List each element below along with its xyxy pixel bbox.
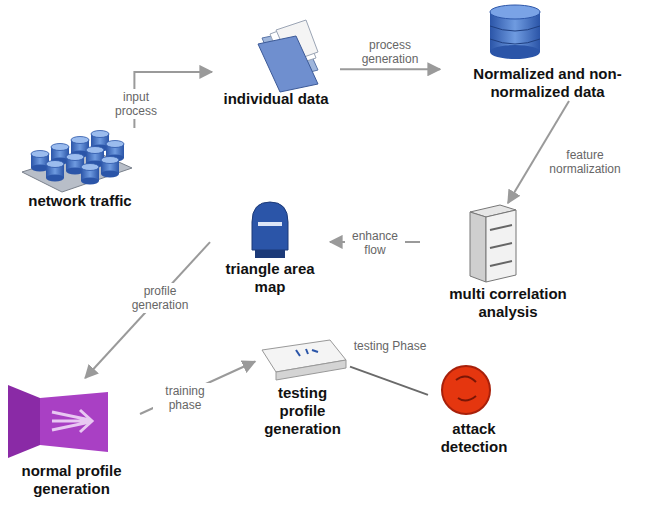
process-node: multi correlation analysis	[420, 203, 596, 321]
alert-icon	[442, 366, 490, 414]
flow-arrow	[350, 367, 428, 395]
process-node: triangle area map	[210, 198, 330, 296]
database-icon	[490, 5, 540, 59]
node-label: normal profile generation	[3, 462, 140, 498]
process-node: testing profile generation	[255, 336, 350, 438]
folder-icon	[258, 20, 318, 92]
edge-label: profile generation	[123, 283, 197, 313]
edge-label: enhance flow	[345, 228, 405, 258]
node-label: individual data	[223, 90, 328, 108]
mailbox-icon	[252, 202, 288, 258]
node-label: attack detection	[428, 420, 520, 456]
flow-arrow	[340, 68, 440, 70]
process-node: Normalized and non-normalized data	[440, 3, 655, 101]
keyboard-icon	[262, 340, 346, 380]
node-label: testing profile generation	[255, 384, 350, 438]
node-label: Normalized and non-normalized data	[440, 65, 655, 101]
node-label: network traffic	[28, 192, 131, 210]
flow-arrow	[140, 362, 255, 415]
node-label: multi correlation analysis	[420, 285, 596, 321]
process-node: attack detection	[428, 362, 520, 456]
process-node: normal profile generation	[3, 378, 140, 498]
process-node: individual data	[212, 22, 340, 108]
edge-label: process generation	[353, 37, 427, 67]
edge-label: testing Phase	[352, 338, 429, 354]
flow-arrow	[85, 242, 210, 378]
edge-label: input process	[104, 89, 168, 119]
edge-label: training phase	[153, 383, 217, 413]
node-label: triangle area map	[210, 260, 330, 296]
edge-label: feature normalization	[547, 147, 622, 177]
profile-generator-icon	[8, 385, 108, 458]
filing-cabinet-icon	[470, 205, 516, 282]
server-cluster-icon	[22, 131, 132, 193]
process-node: network traffic	[12, 128, 148, 210]
